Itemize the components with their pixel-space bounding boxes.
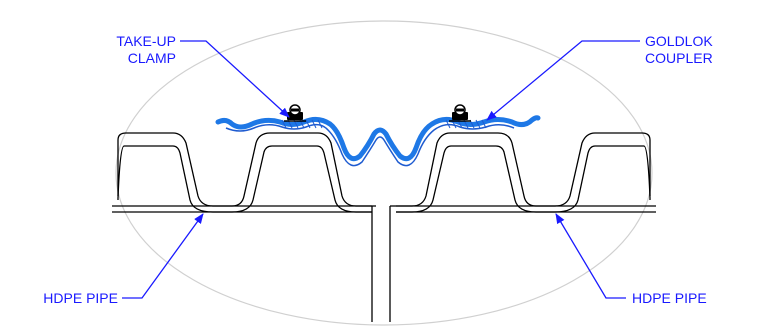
goldlok-coupler-leader	[486, 40, 640, 121]
coupler-wrap-texture-right	[445, 119, 487, 129]
hdpe-pipe-left-leader	[122, 213, 204, 299]
hdpe-pipe-left-label: HDPE PIPE	[43, 290, 118, 306]
hdpe-pipe-right-label: HDPE PIPE	[632, 290, 707, 306]
hdpe-pipe-right-corrugation-outer	[396, 132, 651, 207]
hdpe-pipe-left-corrugation-inner	[117, 145, 372, 213]
take-up-clamp-label-line1: TAKE-UP	[116, 33, 176, 49]
goldlok-coupler-band	[215, 115, 541, 162]
goldlok-coupler-label-line1: GOLDLOK	[645, 33, 713, 49]
take-up-clamp-icon	[284, 104, 306, 122]
coupler-wrap-texture-left	[281, 119, 323, 129]
goldlok-coupler-label-line2: COUPLER	[645, 50, 713, 66]
hdpe-pipe-right-corrugation-inner	[396, 145, 651, 213]
hdpe-pipe-left-corrugation-outer	[117, 132, 372, 207]
hdpe-pipe-right-leader	[555, 213, 626, 299]
goldlok-coupler-clamp-icon	[449, 104, 471, 122]
detail-boundary-ellipse	[115, 20, 653, 326]
take-up-clamp-leader	[180, 40, 290, 118]
take-up-clamp-label-line2: CLAMP	[128, 50, 176, 66]
goldlok-coupler-band-inner	[225, 123, 515, 167]
